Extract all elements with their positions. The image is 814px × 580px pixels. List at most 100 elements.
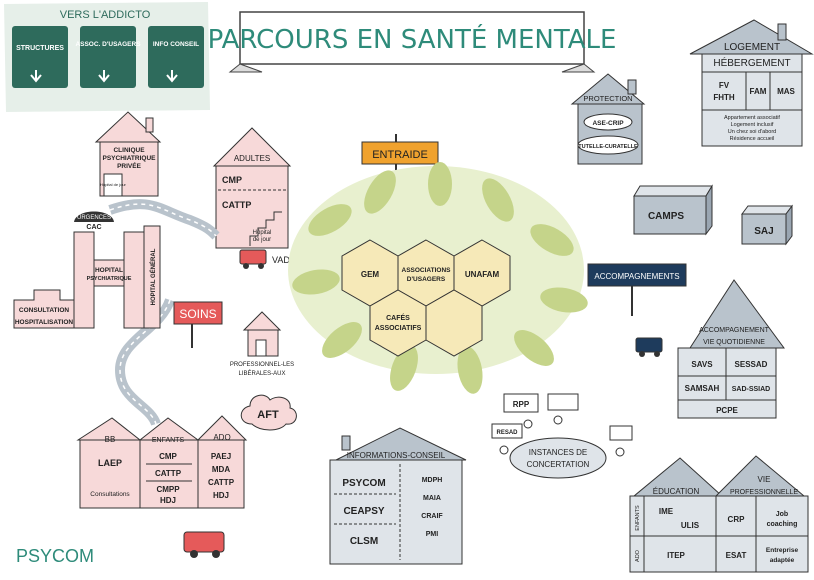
accompagnements-sign: ACCOMPAGNEMENTS: [587, 263, 687, 316]
vq-cell: SAD-SSIAD: [732, 386, 771, 393]
camps-label: CAMPS: [648, 211, 684, 222]
logement-title-2: HÉBERGEMENT: [713, 56, 790, 69]
logement-fhth: FHTH: [713, 93, 735, 102]
wheel-icon: [243, 263, 249, 269]
adultes-hdj: de jour: [253, 237, 271, 243]
aft-label: AFT: [257, 409, 279, 421]
logement-note: Logement inclusif: [731, 122, 774, 128]
enfance-enfants-item: CMP: [159, 452, 177, 461]
hopital-psy-label: HOPITAL: [95, 267, 123, 274]
assoc-label: ASSOCIATIONS: [402, 267, 452, 274]
rpp-label: RPP: [513, 400, 530, 409]
logement-note: Un chez soi d'abord: [728, 129, 776, 135]
addicto-structures-label: STRUCTURES: [16, 45, 64, 52]
enfance-ado-item: PAEJ: [211, 452, 231, 461]
clinique-line: CLINIQUE: [113, 147, 145, 154]
vad-van: VAD: [239, 249, 290, 269]
concertation-label: CONCERTATION: [527, 460, 590, 469]
clinique-house: CLINIQUE PSYCHIATRIQUE PRIVÉE Hôpital de…: [94, 111, 162, 197]
soins-sign: SOINS: [173, 301, 223, 348]
addicto-structures-box[interactable]: [12, 26, 68, 88]
education-title: ÉDUCATION: [653, 487, 700, 496]
vq-footer: PCPE: [716, 406, 738, 415]
urgences-label: URGENCES: [77, 215, 111, 221]
edu-ea: adaptée: [770, 557, 795, 564]
protection-ase-crip: ASE-CRIP: [592, 120, 624, 127]
edu-itep: ITEP: [667, 551, 685, 560]
logement-house: LOGEMENT HÉBERGEMENT FV FHTH FAM MAS App…: [689, 19, 814, 147]
wheel-icon: [639, 351, 645, 357]
info-conseil-house: INFORMATIONS-CONSEIL PSYCOM CEAPSY CLSM …: [329, 427, 467, 565]
camps-building: CAMPS: [633, 184, 713, 236]
wheel-icon: [212, 550, 220, 558]
edu-ado-label: ADO: [635, 549, 641, 562]
gem-label: GEM: [361, 270, 380, 279]
edu-ime: IME: [659, 507, 674, 516]
entraide-sign: ENTRAIDE: [361, 134, 439, 180]
wheel-icon: [654, 351, 660, 357]
logement-note: Appartement associatif: [724, 115, 780, 121]
protection-house: PROTECTION ASE-CRIP TUTELLE-CURATELLE: [570, 73, 646, 165]
person-icon: [523, 419, 533, 429]
blue-van: [635, 337, 663, 357]
hopital-general-label: HOPITAL GÉNÉRAL: [149, 248, 157, 305]
vie-quotidienne-title: VIE QUOTIDIENNE: [703, 339, 765, 346]
logement-fv: FV: [719, 81, 730, 90]
clinique-hdj: Hôpital de jour: [100, 182, 126, 187]
aft-cloud: AFT: [240, 394, 297, 431]
person-icon: [615, 447, 625, 457]
liberaux-label: LIBÉRALES-AUX: [238, 370, 285, 377]
enfance-ado-item: CATTP: [208, 478, 235, 487]
enfance-bb: BB: [105, 435, 116, 444]
enfance-enfants-item: HDJ: [160, 496, 176, 505]
entraide-label: ENTRAIDE: [372, 149, 428, 161]
edu-crp: CRP: [728, 515, 746, 524]
cafes-label: ASSOCIATIFS: [375, 325, 422, 332]
logement-title-1: LOGEMENT: [724, 42, 780, 53]
title-banner: PARCOURS EN SANTÉ MENTALE: [208, 11, 616, 73]
adultes-cmp: CMP: [222, 175, 242, 185]
hopital-group: URGENCES CAC HOPITAL PSYCHIATRIQUE HOPIT…: [13, 211, 161, 329]
vq-cell: SAVS: [691, 360, 713, 369]
adultes-title: ADULTES: [234, 154, 270, 163]
addicto-assoc-box[interactable]: [80, 26, 136, 88]
liberaux-house: PROFESSIONNEL-LES LIBÉRALES-AUX: [230, 311, 294, 377]
wheel-icon: [258, 263, 264, 269]
consultation-label: CONSULTATION: [19, 307, 69, 314]
edu-ea: Entreprise: [766, 547, 799, 554]
wheel-icon: [190, 550, 198, 558]
edu-ulis: ULIS: [681, 521, 700, 530]
assoc-label: D'USAGERS: [407, 276, 446, 283]
cac-label: CAC: [86, 224, 101, 231]
logement-fam: FAM: [750, 87, 767, 96]
enfance-houses: BB ENFANTS ADO LAEP Consultations CMP CA…: [76, 415, 248, 509]
education-group: ÉDUCATION VIE PROFESSIONNELLE ENFANTS AD…: [629, 455, 809, 573]
unafam-label: UNAFAM: [465, 270, 500, 279]
vie-pro-title: PROFESSIONNELLE: [730, 489, 798, 496]
enfance-enfants-item: CMPP: [156, 485, 180, 494]
addicto-title: VERS L'ADDICTO: [60, 9, 151, 21]
addicto-info-box[interactable]: [148, 26, 204, 88]
addicto-group: VERS L'ADDICTO STRUCTURES ASSOC. D'USAGE…: [4, 2, 210, 112]
adultes-hdj: Hôpital: [253, 230, 272, 236]
edu-job: Job: [776, 511, 788, 518]
edu-enfants-label: ENFANTS: [635, 505, 641, 531]
vie-quotidienne-house: ACCOMPAGNEMENT VIE QUOTIDIENNE SAVS SESS…: [677, 279, 785, 419]
adultes-house: ADULTES CMP CATTP Hôpital de jour: [212, 127, 292, 249]
vie-pro-title: VIE: [758, 475, 771, 484]
arrow-down-icon: [166, 70, 178, 83]
logement-note: Résidence accueil: [730, 136, 775, 142]
enfance-ado-item: HDJ: [213, 491, 229, 500]
info-left-item: PSYCOM: [342, 478, 385, 489]
enfance-consultations: Consultations: [90, 491, 130, 498]
enfance-enfants: ENFANTS: [152, 437, 185, 444]
saj-label: SAJ: [754, 226, 773, 237]
vie-quotidienne-title: ACCOMPAGNEMENT: [699, 327, 770, 334]
arrow-down-icon: [30, 70, 42, 83]
concertation-label: INSTANCES DE: [529, 448, 588, 457]
info-right-item: PMI: [426, 531, 439, 538]
edu-job: coaching: [767, 521, 798, 528]
info-right-item: MAIA: [423, 495, 441, 502]
